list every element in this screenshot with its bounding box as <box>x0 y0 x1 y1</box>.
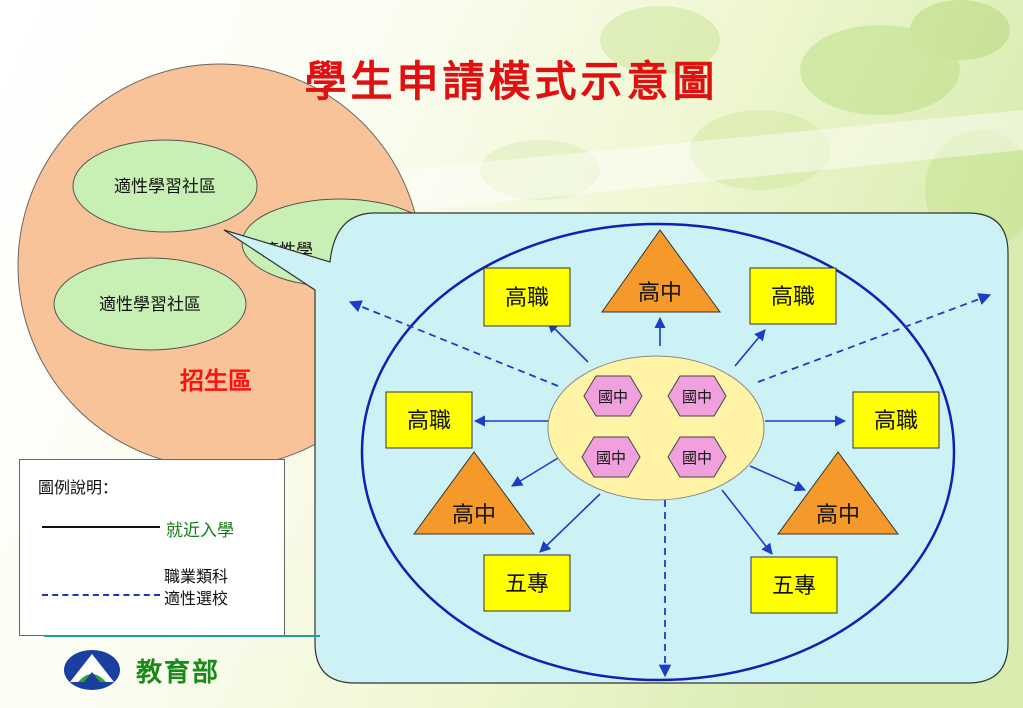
vocational-top-right-box <box>749 267 837 325</box>
legend: 圖例說明： 就近入學 職業類科 適性選校 <box>19 459 285 636</box>
senior-high-left-shape <box>413 451 535 535</box>
background-leaves <box>480 0 1023 250</box>
legend-dashed-label: 職業類科 適性選校 <box>164 566 228 610</box>
arrow-to-junior-college-right <box>721 489 773 555</box>
vocational-right-label: 高職 <box>874 409 918 434</box>
community-label-1: 適性學習社區 <box>114 177 216 197</box>
junior-college-right-box <box>750 556 838 614</box>
ministry-name: 教育部 <box>136 658 221 688</box>
dashed-arrow-left <box>348 300 559 387</box>
hexagon-3 <box>581 436 641 478</box>
background-band <box>400 110 1023 210</box>
senior-high-right-shape <box>777 451 899 535</box>
senior-high-top-shape <box>601 229 721 313</box>
hexagon-2 <box>667 375 727 417</box>
footer-divider <box>44 635 320 637</box>
legend-dashed-label-line1: 職業類科 <box>164 567 229 586</box>
junior-college-left-label: 五專 <box>505 572 549 597</box>
vocational-left-label: 高職 <box>407 409 451 434</box>
school-triangles <box>413 229 899 535</box>
vocational-top-right-label: 高職 <box>771 285 815 310</box>
junior-high-cluster <box>547 355 765 501</box>
junior-high-label-3: 國中 <box>596 449 626 467</box>
junior-college-right-label: 五專 <box>772 574 816 599</box>
legend-solid-label: 就近入學 <box>166 521 234 541</box>
dashed-arrow-right <box>757 293 992 383</box>
slide-title: 學生申請模式示意圖 <box>304 57 719 106</box>
community-bubble-1 <box>72 139 258 233</box>
junior-high-hexagons <box>581 375 727 478</box>
ministry-logo-icon <box>64 650 120 690</box>
senior-high-left-label: 高中 <box>452 503 496 528</box>
vocational-top-left-box <box>483 267 571 327</box>
junior-college-left-box <box>483 554 571 612</box>
legend-title: 圖例說明： <box>38 478 119 497</box>
vocational-left-box <box>385 391 473 449</box>
junior-high-label-2: 國中 <box>682 388 712 406</box>
career-selection-arrows <box>348 293 992 678</box>
nearby-enrollment-arrows <box>473 316 847 555</box>
arrow-to-senior-high-left <box>511 457 559 487</box>
legend-solid-line <box>42 526 160 528</box>
school-rectangles <box>385 267 940 614</box>
junior-high-label-1: 國中 <box>598 388 628 406</box>
arrow-to-vocational-top-right <box>734 329 766 367</box>
hexagon-1 <box>583 375 643 417</box>
arrow-to-senior-high-right <box>749 465 807 492</box>
vocational-top-left-label: 高職 <box>505 286 549 311</box>
arrow-to-junior-college-left <box>539 493 601 553</box>
junior-high-label-4: 國中 <box>682 449 712 467</box>
arrow-to-vocational-top-left <box>547 321 589 363</box>
legend-dashed-line <box>42 594 160 596</box>
vocational-right-box <box>852 391 940 449</box>
school-district-ellipse <box>360 222 956 682</box>
hexagon-4 <box>667 436 727 478</box>
community-bubble-3 <box>53 257 247 351</box>
senior-high-right-label: 高中 <box>816 503 860 528</box>
community-label-3: 適性學習社區 <box>99 295 201 315</box>
senior-high-top-label: 高中 <box>638 281 682 306</box>
enrollment-region-label: 招生區 <box>180 366 252 395</box>
legend-dashed-label-line2: 適性選校 <box>164 589 229 608</box>
